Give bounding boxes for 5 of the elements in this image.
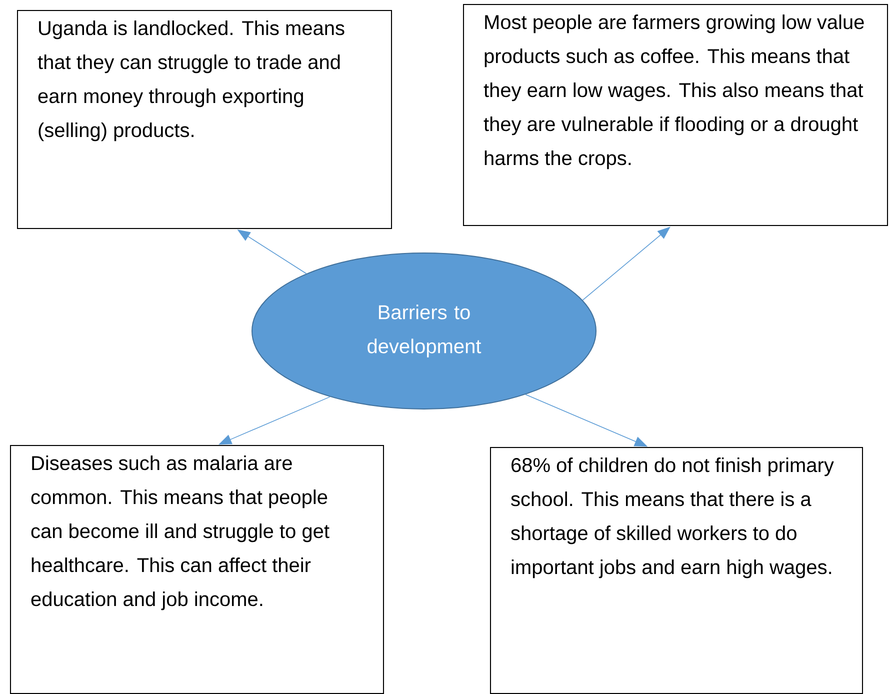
text-box: Most people are farmers growing low value products such as coffee. This means that they earn low wages. This also means that they are vulnerable if flooding or a drought harms the crops. bbox=[463, 4, 888, 226]
text-box: 68% of children do not finish primary school. This means that there is a shortage of skilled workers to do important jobs and earn high wages. bbox=[490, 447, 863, 694]
arrow bbox=[582, 226, 670, 301]
text-box: Diseases such as malaria are common. This means that people can become ill and struggle to get healthcare. This can affect their education and job income. bbox=[10, 445, 384, 694]
text-box: Uganda is landlocked. This means that they can struggle to trade and earn money through exporting (selling) products. bbox=[17, 10, 392, 229]
